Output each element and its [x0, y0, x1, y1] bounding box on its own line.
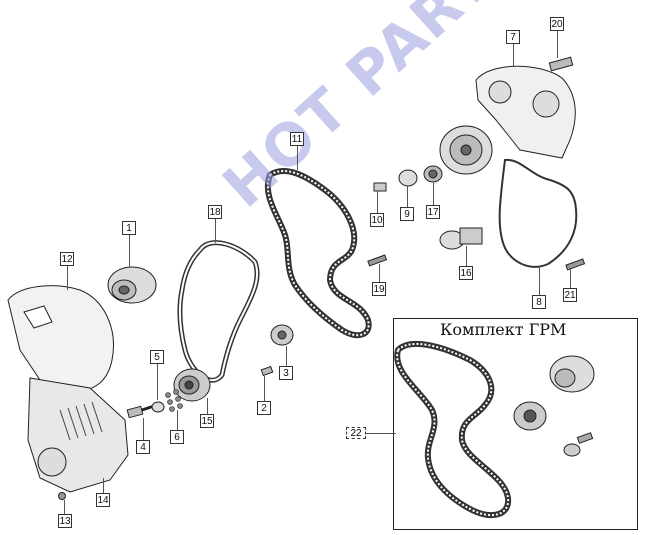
bolt-4 — [126, 404, 155, 419]
crank-sprocket-3 — [270, 324, 294, 346]
leader-4 — [143, 418, 144, 440]
leader-22 — [366, 433, 396, 434]
leader-8 — [539, 266, 540, 295]
callout-20: 20 — [550, 17, 564, 31]
kit-box — [393, 318, 638, 530]
callout-10: 10 — [370, 213, 384, 227]
leader-3 — [286, 346, 287, 366]
leader-12 — [67, 266, 68, 290]
washer-5 — [151, 401, 165, 413]
timing-belt-11-teeth — [266, 170, 370, 337]
callout-19: 19 — [372, 282, 386, 296]
leader-1 — [129, 235, 130, 267]
leader-21 — [570, 268, 571, 288]
callout-22: 22 — [346, 427, 366, 439]
callout-9: 9 — [400, 207, 414, 221]
callout-21: 21 — [563, 288, 577, 302]
bolts-6 — [165, 389, 183, 412]
callout-18: 18 — [208, 205, 222, 219]
callout-6: 6 — [170, 430, 184, 444]
callout-5: 5 — [150, 350, 164, 364]
callout-14: 14 — [96, 493, 110, 507]
leader-6 — [177, 410, 178, 430]
tensioner-16 — [439, 227, 483, 250]
kit-bolt — [563, 432, 594, 457]
callout-17: 17 — [426, 205, 440, 219]
callout-4: 4 — [136, 440, 150, 454]
leader-9 — [407, 186, 408, 207]
callout-15: 15 — [200, 414, 214, 428]
leader-19 — [379, 264, 380, 282]
leader-7 — [513, 44, 514, 66]
aux-belt-18 — [177, 240, 260, 383]
bolt-21 — [565, 258, 586, 271]
tensioner-pulley-1 — [107, 266, 157, 304]
key-2 — [260, 365, 274, 377]
bolt-20 — [548, 56, 574, 72]
kit-idler — [513, 401, 547, 431]
kit-title: Комплект ГРМ — [440, 320, 567, 339]
leader-2 — [264, 376, 265, 401]
callout-12: 12 — [60, 252, 74, 266]
leader-20 — [557, 31, 558, 58]
kit-timing-belt — [394, 341, 512, 519]
callout-1: 1 — [122, 221, 136, 235]
kit-tensioner — [549, 355, 595, 393]
leader-10 — [377, 191, 378, 213]
idler-parts — [373, 165, 443, 192]
rear-cover-7 — [475, 65, 576, 159]
leader-18 — [215, 219, 216, 243]
front-cover-upper — [7, 285, 114, 393]
leader-13 — [64, 500, 65, 514]
gasket-8 — [498, 158, 578, 268]
leader-5 — [157, 364, 158, 400]
callout-8: 8 — [532, 295, 546, 309]
bolt-13 — [58, 492, 66, 500]
callout-3: 3 — [279, 366, 293, 380]
aux-belt-18-inner — [178, 241, 259, 382]
bolt-19 — [367, 254, 388, 267]
camshaft-sprocket — [439, 125, 493, 175]
callout-11: 11 — [290, 132, 304, 146]
leader-15 — [207, 398, 208, 414]
crank-pulley-15 — [173, 368, 211, 402]
leader-16 — [466, 246, 467, 266]
leader-17 — [433, 183, 434, 205]
callout-16: 16 — [459, 266, 473, 280]
callout-2: 2 — [257, 401, 271, 415]
callout-13: 13 — [58, 514, 72, 528]
front-cover-lower — [27, 377, 129, 493]
callout-7: 7 — [506, 30, 520, 44]
leader-11 — [297, 146, 298, 170]
leader-14 — [103, 478, 104, 493]
